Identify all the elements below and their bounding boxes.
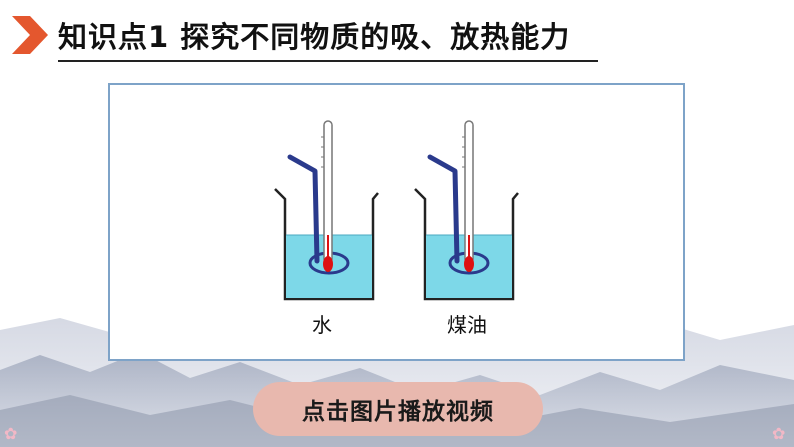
sakura-flower-icon: ✿ [772, 424, 786, 443]
sakura-flower-icon: ✿ [4, 424, 18, 443]
play-video-button[interactable]: 点击图片播放视频 [253, 382, 543, 436]
beaker-water [274, 120, 379, 301]
experiment-illustration [274, 120, 519, 301]
experiment-figure[interactable]: 水 煤油 [108, 83, 685, 361]
page-title: 知识点1 探究不同物质的吸、放热能力 [58, 20, 571, 54]
beaker-label-water: 水 [312, 313, 332, 337]
beaker-kerosene [414, 120, 519, 301]
header: 知识点1 探究不同物质的吸、放热能力 [0, 0, 794, 70]
chevron-right-icon [12, 16, 48, 54]
beaker-label-kerosene: 煤油 [447, 313, 487, 337]
title-underline [58, 60, 598, 62]
